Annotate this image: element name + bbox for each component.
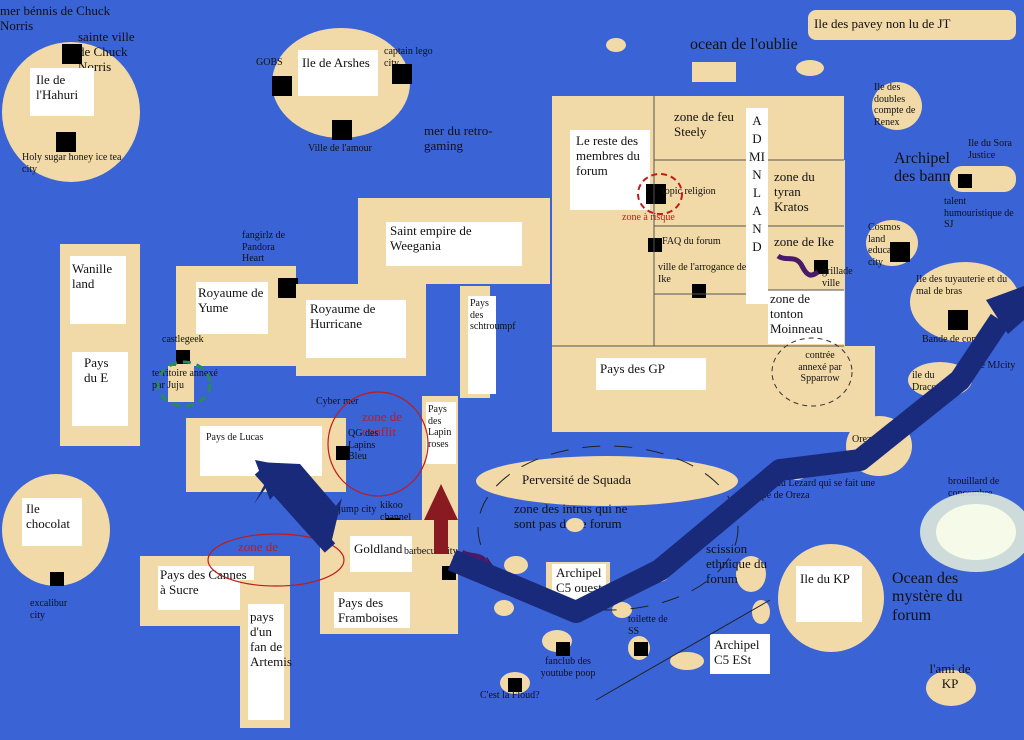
label-framboises: Pays des Framboises [338,595,398,625]
city-faq[interactable] [648,238,662,252]
label-chuck-sea: mer bénnis de Chuck Norris [0,3,111,33]
label-goldland: Goldland [354,541,403,556]
label-grillade: grillade ville [822,266,853,289]
label-fanclub: fanclub des youtube poop [540,656,596,679]
label-cosmos: Cosmos land education city [868,222,907,268]
label-sainte-ville: sainte ville de Chuck Norris [78,29,135,74]
label-artemis: pays d'un fan de Artemis [250,609,292,669]
label-pays-gp: Pays des GP [600,361,666,376]
label-captain-lego: captain lego city [384,46,433,69]
city-barbecue[interactable] [442,566,456,580]
label-lucas: Pays de Lucas [206,432,264,443]
label-kikoo: kikoo channel [380,500,412,523]
label-talent: talent humouristique de SJ [944,196,1014,230]
label-perversite: Perversité de Squada [522,472,632,487]
label-schtroumpf: Pays des schtroumpf [470,298,516,332]
island-ami-kp[interactable] [926,670,976,706]
city-sainte-ville[interactable] [62,44,82,64]
label-sora: Ile du Sora Justice [968,138,1012,161]
island-pavey[interactable] [808,10,1016,40]
label-territoire: territoire annexé par Juju [152,368,218,391]
label-barbecue: barbecue city [404,546,458,557]
label-scission: scission ethnique du forum [706,541,768,586]
label-c5-est: Archipel C5 ESt [714,637,760,667]
city-captain-lego[interactable] [392,64,412,84]
island-doubles[interactable] [872,82,922,130]
label-contree: contrée annexé par Spparrow [798,350,842,384]
label-brouillard: brouillard de concombre [948,476,1000,499]
label-holy-sugar: Holy sugar honey ice tea city [22,152,122,175]
label-ami-kp: l'ami de KP [929,661,971,691]
label-zone-risque: zone à risque [622,212,675,223]
label-ville-amour: Ville de l'amour [308,143,372,154]
label-doubles: Ile des doubles compte de Renex [874,82,916,128]
label-hurricane: Royaume de Hurricane [310,301,376,331]
label-faq: FAQ du forum [662,236,721,247]
label-lapin-roses: Pays des Lapin roses [428,404,452,450]
label-zone-ike: zone de Ike [774,234,834,249]
label-draconnard: ile du Draconnard [912,370,960,393]
label-cannes: Pays des Cannes à Sucre [160,567,247,597]
label-wanille: Wanille land [72,261,113,291]
city-arrogance[interactable] [692,284,706,298]
label-yume: Royaume de Yume [198,285,264,315]
city-cosmos[interactable] [890,242,910,262]
label-saint-empire: Saint empire de Weegania [390,223,472,253]
label-castlegeek: castlegeek [162,334,204,345]
city-bande[interactable] [948,310,968,330]
city-toilette[interactable] [634,642,648,656]
label-topic-religion: topic religion [662,186,716,197]
label-c5-ouest: Archipel C5 ouest [556,565,602,595]
label-pays-e: Pays du E [84,355,109,385]
label-arshes: Ile de Arshes [302,55,370,70]
city-excalibur[interactable] [50,572,64,586]
label-excalibur: excalibur city [30,598,68,621]
label-cyber-mer: Cyber mer [316,396,359,407]
label-medfec: medfec von karma [958,528,1005,551]
label-fangirlz: fangirlz de Pandora Heart [242,230,286,264]
label-admin-land: ADMIN LAND [749,113,765,254]
label-zone-feu: zone de feu Steely [674,109,734,139]
label-bande: Bande de con city [922,334,994,345]
label-toilette: toilette de SS [628,614,668,637]
city-talent[interactable] [958,174,972,188]
label-gobs: GOBS [256,57,283,68]
label-tonton: zone de tonton Moinneau [770,291,823,336]
city-floud[interactable] [508,678,522,692]
label-floud: C'est la Floud? [480,690,540,701]
label-mer-retro: mer du retro-gaming [424,123,493,153]
city-gobs[interactable] [272,76,292,96]
label-qg: QG des Lapins Bleu [348,428,379,462]
label-tuyauterie: Ile des tuyauterie et du mal de bras [916,274,1008,297]
city-castlegeek[interactable] [176,350,190,364]
label-hahuri: Ile de l'Hahuri [36,72,79,102]
label-ile-chocolat: Ile chocolat [26,501,71,531]
city-holy-sugar[interactable] [56,132,76,152]
island-orezaland[interactable] [846,416,912,476]
label-archipel-bannis: Archipel des bannis [894,150,962,186]
label-reste-membres: Le reste des membres du forum [576,133,640,178]
label-tyran: zone du tyran Kratos [774,169,815,214]
city-fanclub[interactable] [556,642,570,656]
label-ile-kp: Ile du KP [800,571,850,586]
label-arrogance: ville de l'arrogance de Ike [658,262,747,285]
label-minute-jump: minute jump city [308,504,377,515]
city-ville-amour[interactable] [332,120,352,140]
label-pavey: Ile des pavey non lu de JT [814,16,951,31]
city-fangirlz[interactable] [278,278,298,298]
city-lezard[interactable] [790,464,804,478]
label-ocean-mystere: Ocean des mystère du forum [892,570,963,624]
label-orezaland: Orezaland [852,434,894,445]
label-lezard: Ville du Lezard qui se fait une pipe de … [754,478,876,501]
label-ocean-oublie: ocean de l'oublie [690,36,798,53]
